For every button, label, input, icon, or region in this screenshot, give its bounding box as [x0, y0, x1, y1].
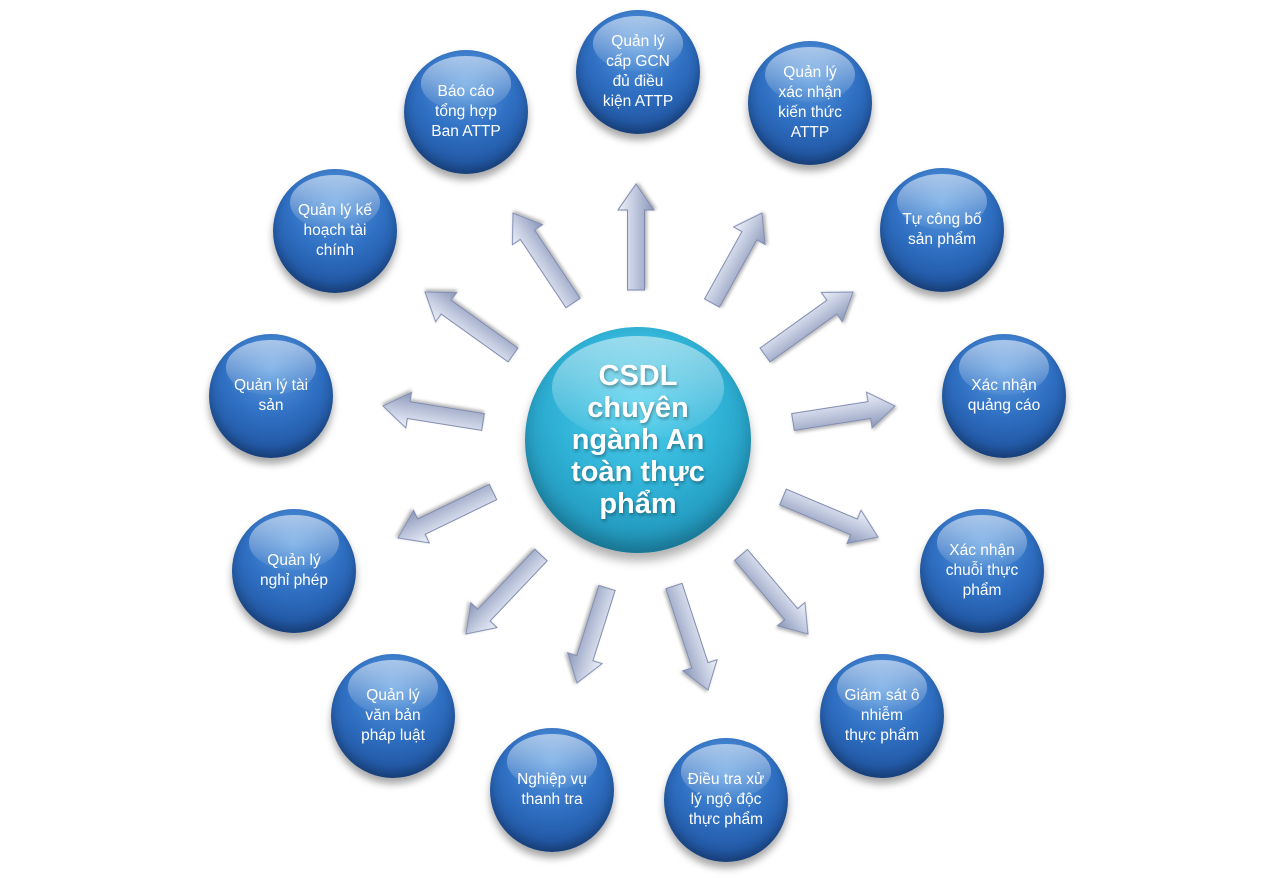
arrow-connector: [779, 488, 879, 545]
node-tu-cong-bo: Tự công bố sản phẩm: [880, 168, 1004, 292]
node-giam-sat: Giám sát ô nhiễm thực phẩm: [820, 654, 944, 778]
arrow-shape: [733, 548, 809, 635]
arrow-shape: [511, 212, 581, 309]
arrow-connector: [511, 212, 581, 309]
arrow-shape: [566, 584, 616, 684]
node-xac-nhan-quang-cao: Xác nhận quảng cáo: [942, 334, 1066, 458]
arrow-shape: [465, 548, 548, 635]
central-database-node: CSDL chuyên ngành An toàn thực phẩm: [525, 327, 751, 553]
arrow-connector: [733, 548, 809, 635]
arrow-connector: [791, 391, 896, 431]
node-cap-gcn: Quản lý cấp GCN đủ điều kiện ATTP: [576, 10, 700, 134]
arrow-connector: [617, 183, 655, 291]
node-xac-nhan-kien-thuc: Quản lý xác nhận kiến thức ATTP: [748, 41, 872, 165]
node-label: Xác nhận quảng cáo: [967, 377, 1041, 414]
arrow-shape: [617, 183, 655, 291]
arrow-connector: [703, 212, 766, 308]
arrow-shape: [665, 582, 718, 691]
node-tai-chinh: Quản lý kế hoạch tài chính: [273, 169, 397, 293]
node-dieu-tra: Điều tra xử lý ngộ độc thực phẩm: [664, 738, 788, 862]
node-label: Báo cáo tổng hợp Ban ATTP: [431, 83, 501, 140]
node-label: Quản lý nghỉ phép: [259, 552, 329, 589]
arrow-shape: [703, 212, 766, 308]
arrow-shape: [424, 291, 519, 363]
arrow-connector: [465, 548, 548, 635]
node-label: Quản lý cấp GCN đủ điều kiện ATTP: [602, 33, 674, 110]
central-database-label: CSDL chuyên ngành An toàn thực phẩm: [571, 360, 705, 520]
arrow-shape: [779, 488, 879, 545]
node-label: Nghiệp vụ thanh tra: [517, 771, 587, 808]
node-bao-cao: Báo cáo tổng hợp Ban ATTP: [404, 50, 528, 174]
node-tai-san: Quản lý tài sản: [209, 334, 333, 458]
arrow-connector: [759, 291, 854, 363]
node-xac-nhan-chuoi: Xác nhận chuỗi thực phẩm: [920, 509, 1044, 633]
node-label: Quản lý tài sản: [233, 377, 309, 414]
node-label: Quản lý xác nhận kiến thức ATTP: [778, 64, 842, 141]
arrow-shape: [759, 291, 854, 363]
arrow-connector: [566, 584, 616, 684]
arrow-shape: [382, 391, 485, 431]
arrow-connector: [382, 391, 485, 431]
node-nghi-phep: Quản lý nghỉ phép: [232, 509, 356, 633]
node-label: Xác nhận chuỗi thực phẩm: [945, 542, 1019, 599]
node-label: Tự công bố sản phẩm: [902, 211, 982, 248]
arrow-connector: [397, 483, 498, 544]
node-label: Giám sát ô nhiễm thực phẩm: [844, 687, 920, 744]
arrow-shape: [791, 391, 896, 431]
node-label: Điều tra xử lý ngộ độc thực phẩm: [687, 771, 765, 828]
arrow-connector: [665, 582, 718, 691]
node-van-ban: Quản lý văn bản pháp luật: [331, 654, 455, 778]
node-thanh-tra: Nghiệp vụ thanh tra: [490, 728, 614, 852]
node-label: Quản lý kế hoạch tài chính: [297, 202, 373, 259]
arrow-connector: [424, 291, 519, 363]
arrow-shape: [397, 483, 498, 544]
node-label: Quản lý văn bản pháp luật: [361, 687, 425, 744]
